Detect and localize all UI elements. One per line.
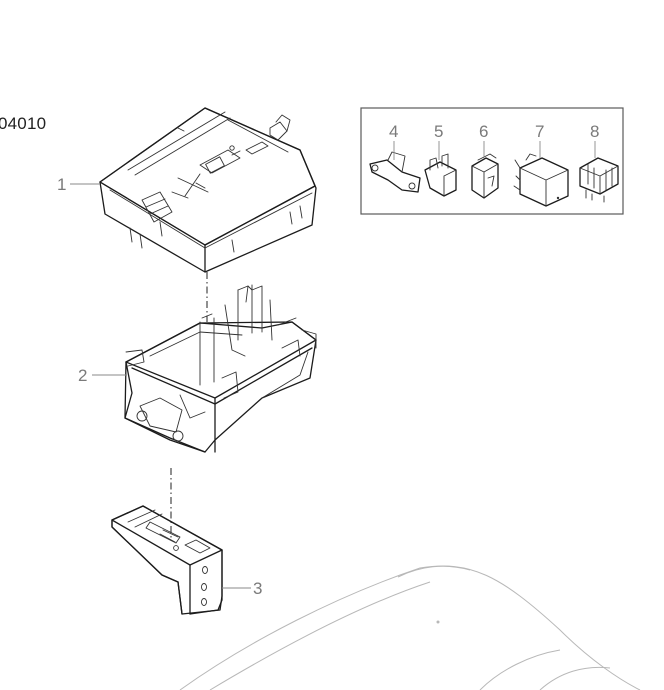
- svg-text:5: 5: [434, 122, 443, 141]
- callout-2: 2: [78, 366, 127, 385]
- callout-4: 4: [389, 122, 398, 160]
- part-5-mini-fuse[interactable]: [424, 153, 457, 197]
- part-7-relay[interactable]: [513, 153, 569, 207]
- part-1-cover[interactable]: [99, 107, 317, 273]
- callout-7: 7: [535, 122, 544, 158]
- part-8-mini-relay[interactable]: [579, 157, 619, 203]
- svg-text:7: 7: [535, 122, 544, 141]
- svg-text:6: 6: [479, 122, 488, 141]
- svg-text:8: 8: [590, 122, 599, 141]
- part-code-label: 04010: [0, 114, 47, 133]
- part-3-bracket[interactable]: [111, 505, 223, 615]
- callout-8: 8: [590, 122, 599, 158]
- callout-5: 5: [434, 122, 443, 160]
- svg-text:1: 1: [57, 175, 66, 194]
- svg-text:4: 4: [389, 122, 398, 141]
- svg-text:3: 3: [253, 579, 262, 598]
- part-2-base[interactable]: [124, 284, 317, 453]
- callout-3: 3: [222, 579, 262, 598]
- part-6-cartridge-fuse[interactable]: [471, 153, 499, 199]
- part-4-fusible-link[interactable]: [369, 151, 421, 193]
- callout-1: 1: [57, 175, 100, 194]
- background-housing-outline: [179, 565, 641, 690]
- exploded-view-centerlines: [170, 272, 208, 540]
- parts-inset-box: [360, 107, 624, 215]
- svg-text:2: 2: [78, 366, 87, 385]
- callout-6: 6: [479, 122, 488, 157]
